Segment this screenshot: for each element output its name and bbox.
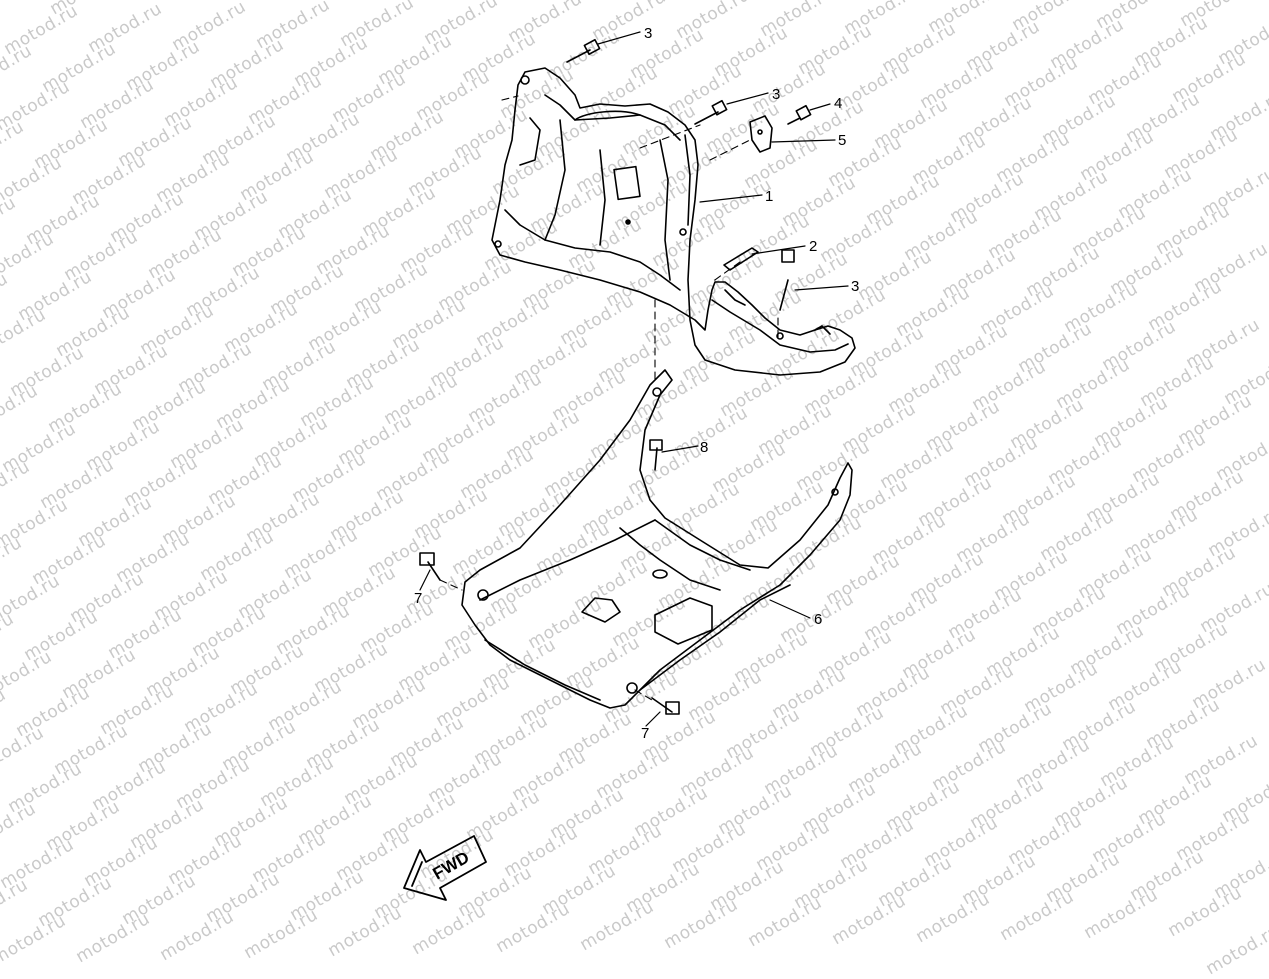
callout-c6: 6 — [814, 611, 822, 628]
callout-c5: 5 — [838, 132, 846, 149]
footboard-part — [461, 369, 853, 709]
callout-c3b: 3 — [772, 86, 780, 103]
fwd-direction-arrow — [403, 835, 487, 901]
parts-drawing: 3 3 4 5 1 2 3 8 6 7 7 FWD — [403, 25, 859, 901]
callout-c7b: 7 — [641, 725, 649, 742]
leader-lines — [419, 31, 849, 727]
callout-c7a: 7 — [414, 590, 422, 607]
callout-c3a: 3 — [644, 25, 652, 42]
callout-c3c: 3 — [851, 278, 859, 295]
leg-shield-part — [491, 67, 856, 376]
callout-c2: 2 — [809, 238, 817, 255]
fwd-label: FWD — [430, 848, 473, 884]
callout-c8: 8 — [700, 439, 708, 456]
callout-c1: 1 — [765, 188, 773, 205]
callout-labels: 3 3 4 5 1 2 3 8 6 7 7 — [414, 25, 859, 742]
assembly-lines — [439, 95, 779, 701]
fastener-parts — [419, 38, 812, 715]
callout-c4: 4 — [834, 95, 842, 112]
